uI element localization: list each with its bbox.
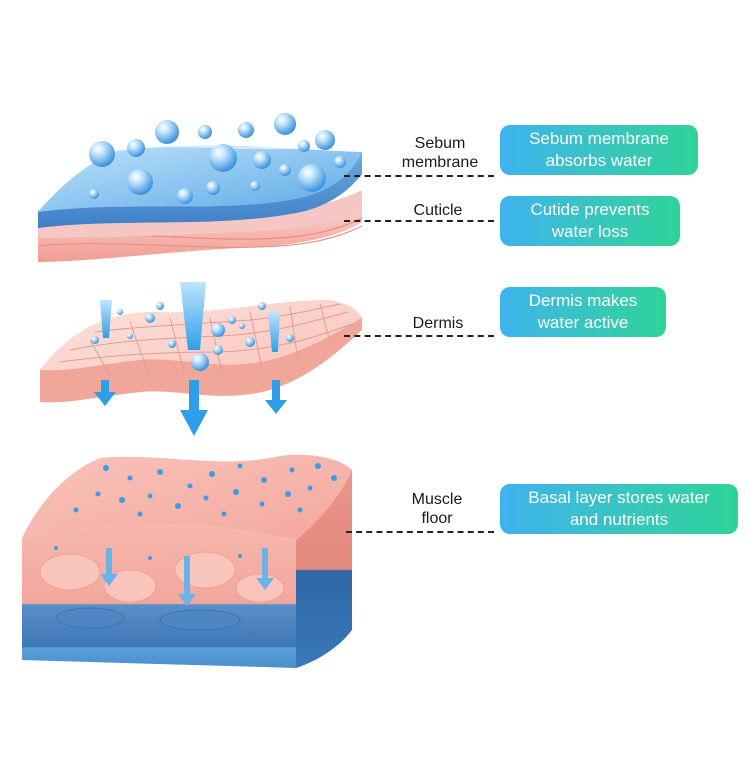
label-muscle-floor: Muscle floor <box>411 491 463 527</box>
water-bubbles-top <box>89 113 346 204</box>
water-droplets-dermis <box>91 302 294 371</box>
label-dermis: Dermis <box>412 315 464 332</box>
leader-line-cuticle <box>344 220 494 222</box>
leader-line-sebum <box>344 175 494 177</box>
top-skin-layer <box>37 145 363 262</box>
muscle-floor-block <box>22 454 352 668</box>
leader-line-muscle-floor <box>346 531 494 533</box>
label-cuticle: Cuticle <box>413 202 463 219</box>
water-flow-arrows <box>94 282 287 436</box>
leader-line-dermis <box>344 335 494 337</box>
water-droplets-block <box>54 463 337 560</box>
label-sebum-membrane: Sebum membrane <box>401 135 479 171</box>
